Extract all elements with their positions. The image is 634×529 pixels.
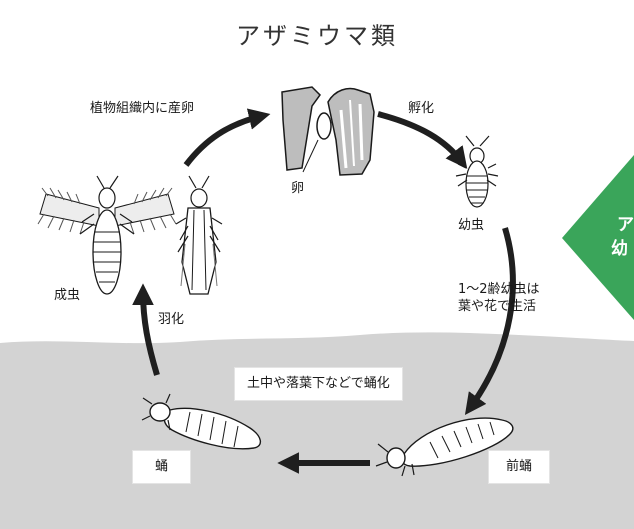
adult-wings-folded-illustration — [176, 176, 222, 294]
adult-wings-spread-illustration — [38, 176, 176, 294]
box-pupa: 蛹 — [132, 450, 191, 484]
ground-area — [0, 332, 634, 529]
arrow-oviposition — [186, 116, 262, 165]
page-title: アザミウマ類 — [0, 16, 634, 51]
label-oviposition: 植物組織内に産卵 — [90, 101, 194, 117]
egg-shape — [317, 113, 331, 139]
box-pupation: 土中や落葉下などで蛹化 — [234, 367, 403, 401]
label-larval-habit-line2: 葉や花で生活 — [458, 299, 536, 315]
label-larval-habit-line1: 1～2齢幼虫は — [458, 282, 540, 298]
larva-illustration — [456, 136, 498, 207]
label-adult: 成虫 — [54, 288, 80, 304]
arrow-hatching — [378, 114, 462, 162]
label-larva: 幼虫 — [458, 218, 484, 234]
label-emergence: 羽化 — [158, 312, 184, 328]
label-hatching: 孵化 — [408, 101, 434, 117]
box-prepupa: 前蛹 — [488, 450, 550, 484]
label-egg: 卵 — [291, 181, 304, 197]
egg-plant-tissue-illustration — [282, 87, 374, 175]
side-badge-line1: ア — [617, 214, 634, 236]
side-badge-line2: 幼 — [611, 238, 628, 260]
